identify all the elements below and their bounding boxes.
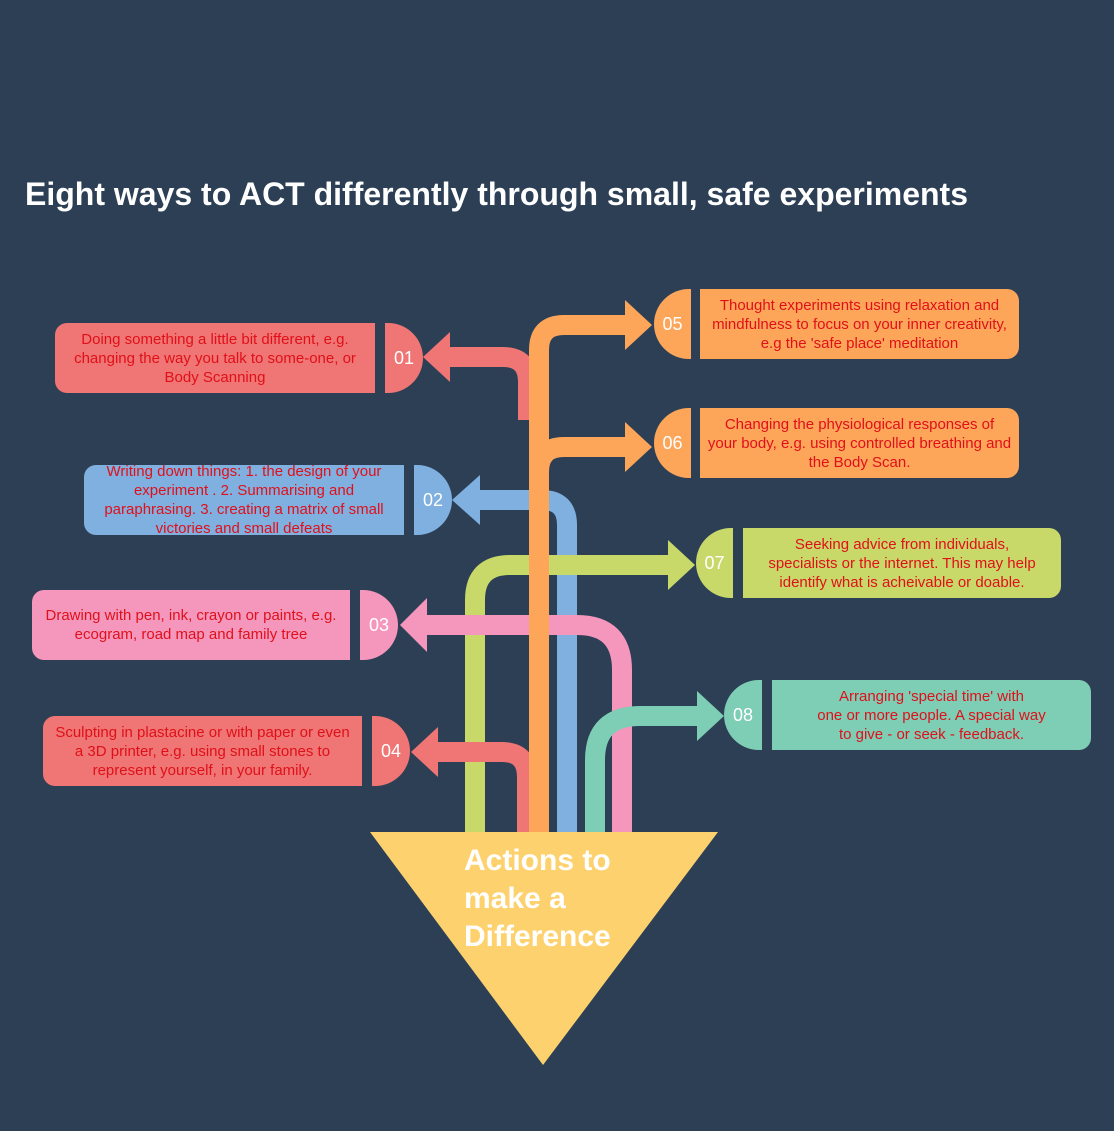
arrow-07-path [465, 555, 670, 832]
arrow-06-path [529, 437, 629, 473]
item-07-text: Seeking advice from individuals, special… [743, 528, 1061, 598]
arrow-01-path [448, 347, 538, 420]
item-05-text: Thought experiments using relaxation and… [700, 289, 1019, 359]
arrow-08-head-icon [697, 691, 724, 741]
arrow-03-path [425, 615, 632, 832]
arrow-04-path [436, 742, 537, 832]
arrow-01-head-icon [423, 332, 450, 382]
arrow-08-path [585, 706, 699, 832]
arrow-03-head-icon [400, 598, 427, 652]
item-08-text: Arranging 'special time' with one or mor… [772, 680, 1091, 750]
arrow-07-head-icon [668, 540, 695, 590]
arrow-05-path [529, 315, 629, 832]
item-04-text: Sculpting in plastacine or with paper or… [43, 716, 362, 786]
page-title: Eight ways to ACT differently through sm… [25, 176, 968, 212]
item-06-text: Changing the physiological responses of … [700, 408, 1019, 478]
item-03-text: Drawing with pen, ink, crayon or paints,… [32, 590, 350, 660]
arrow-05-head-icon [625, 300, 652, 350]
center-triangle [370, 832, 718, 1065]
item-02-text: Writing down things: 1. the design of yo… [84, 463, 404, 537]
center-label: Actions to make a Difference [464, 844, 611, 953]
arrow-06-head-icon [625, 422, 652, 472]
item-01-text: Doing something a little bit different, … [55, 323, 375, 393]
arrow-04-head-icon [411, 727, 438, 777]
arrow-02-head-icon [452, 475, 480, 525]
